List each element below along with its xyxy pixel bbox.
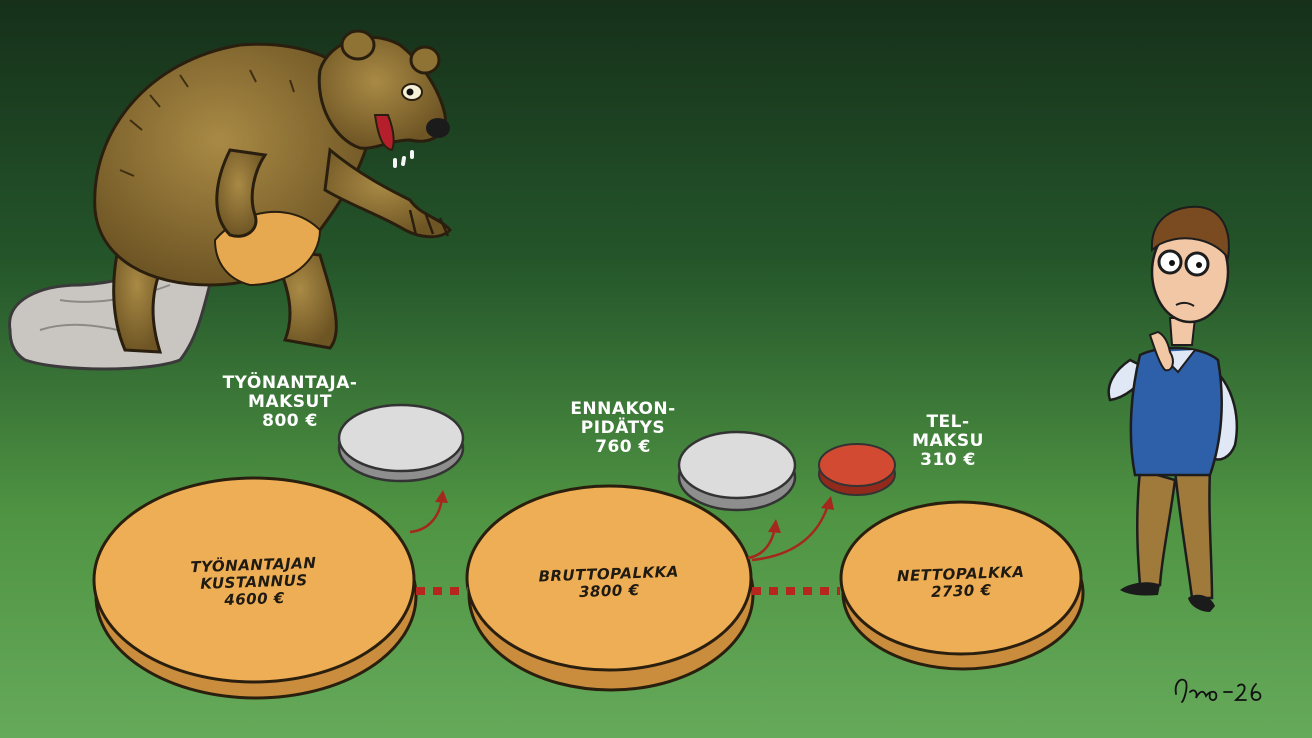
- employer-fees-amount: 800 €: [262, 411, 318, 431]
- artist-signature: [1174, 678, 1262, 703]
- employer-fees-line1: TYÖNANTAJA-: [222, 373, 358, 393]
- withholding-line2: PIDÄTYS: [580, 418, 666, 438]
- coin-gross-salary-shape: [465, 484, 755, 692]
- withholding-amount: 760 €: [595, 437, 651, 457]
- silver-coin-withholding: [677, 430, 797, 512]
- silver-coin-employer-fees: [337, 403, 465, 483]
- employer-fees-label: TYÖNANTAJA- MAKSUT 800 €: [205, 374, 375, 431]
- tel-fee-label: TEL- MAKSU 310 €: [898, 413, 998, 470]
- tel-fee-line1: TEL-: [926, 412, 970, 432]
- tel-fee-amount: 310 €: [920, 450, 976, 470]
- red-coin-tel-fee: [818, 443, 896, 496]
- arrow-to-tel-fee: [751, 496, 834, 562]
- withholding-label: ENNAKON- PIDÄTYS 760 €: [553, 400, 693, 457]
- arrow-to-employer-fees: [409, 490, 448, 534]
- thinking-man-illustration: [1107, 205, 1239, 612]
- coin-employer-cost-shape: [92, 476, 418, 700]
- arrow-to-withholding: [747, 519, 781, 560]
- bear-illustration: [8, 29, 453, 371]
- gross-salary-label: BRUTTOPALKKA 3800 €: [508, 563, 709, 604]
- net-salary-label: NETTOPALKKA 2730 €: [870, 563, 1051, 603]
- withholding-line1: ENNAKON-: [570, 399, 676, 419]
- employer-fees-line2: MAKSUT: [248, 392, 332, 412]
- coin-net-salary-shape: [839, 500, 1085, 671]
- employer-cost-label: TYÖNANTAJAN KUSTANNUS 4600 €: [158, 554, 350, 612]
- tel-fee-line2: MAKSU: [912, 431, 984, 451]
